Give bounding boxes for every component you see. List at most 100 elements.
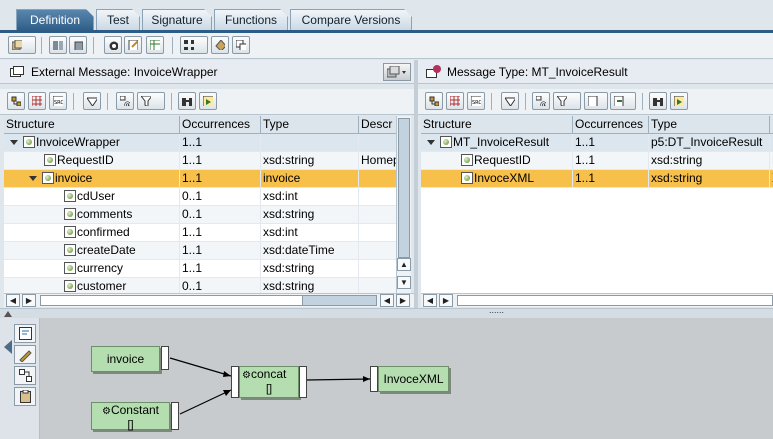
table-row[interactable]: createDate 1..1 xsd:dateTime bbox=[4, 242, 396, 260]
left-grid-view-button[interactable] bbox=[28, 92, 46, 110]
tab-definition[interactable]: Definition bbox=[16, 9, 94, 31]
tab-test[interactable]: Test bbox=[96, 9, 140, 31]
scroll-left-button[interactable]: ◀ bbox=[6, 294, 20, 307]
right-collapse-button[interactable] bbox=[501, 92, 519, 110]
tab-functions[interactable]: Functions bbox=[214, 9, 288, 31]
left-source-button[interactable]: SRC bbox=[49, 92, 67, 110]
scroll-right-end-button[interactable]: ▶ bbox=[396, 294, 410, 307]
table-row[interactable]: confirmed 1..1 xsd:int bbox=[4, 224, 396, 242]
constant-output-port[interactable] bbox=[171, 402, 179, 430]
table-view-button[interactable] bbox=[146, 36, 164, 54]
scroll-thumb[interactable] bbox=[398, 118, 410, 258]
scroll-right-button[interactable]: ▶ bbox=[439, 294, 453, 307]
left-tree-view-button[interactable] bbox=[7, 92, 25, 110]
right-pane-title: Message Type: MT_InvoiceResult bbox=[447, 65, 628, 79]
source-vertical-scrollbar[interactable]: ▲ ▼ bbox=[396, 116, 411, 293]
mapping-connections bbox=[169, 357, 371, 415]
layout-dropdown-button[interactable] bbox=[180, 36, 208, 54]
constant-function-block[interactable]: ⚙Constant [] bbox=[91, 402, 170, 431]
right-export-dropdown[interactable] bbox=[610, 92, 636, 110]
settings-button[interactable] bbox=[104, 36, 122, 54]
copy-icon bbox=[12, 40, 22, 50]
table-row[interactable]: currency 1..1 xsd:string bbox=[4, 260, 396, 278]
paste-tool-button[interactable] bbox=[14, 387, 36, 406]
message-type-icon bbox=[426, 65, 441, 78]
right-find-button[interactable] bbox=[649, 92, 667, 110]
expand-toggle-icon[interactable] bbox=[10, 140, 18, 145]
left-collapse-button[interactable] bbox=[83, 92, 101, 110]
mapping-canvas[interactable]: invoice ⚙concat [] ⚙Constant [] InvoceXM… bbox=[0, 318, 773, 439]
delete-button[interactable] bbox=[69, 36, 87, 54]
copy-dropdown-button[interactable] bbox=[8, 36, 36, 54]
right-grid-view-button[interactable] bbox=[446, 92, 464, 110]
edit-document-button[interactable] bbox=[124, 36, 142, 54]
left-filter-dropdown[interactable] bbox=[137, 92, 165, 110]
col-type[interactable]: Type bbox=[261, 116, 359, 134]
left-pane-menu-button[interactable] bbox=[383, 63, 411, 81]
right-filter-dropdown[interactable] bbox=[553, 92, 581, 110]
expand-toggle-icon[interactable] bbox=[29, 176, 37, 181]
table-row[interactable]: RequestID 1..1 xsd:string Homep bbox=[4, 152, 396, 170]
right-source-button[interactable]: SRC bbox=[467, 92, 485, 110]
table-row[interactable]: InvoiceWrapper 1..1 bbox=[4, 134, 396, 152]
concat-input-port[interactable] bbox=[231, 366, 239, 398]
table-row-selected[interactable]: invoice 1..1 invoice bbox=[4, 170, 396, 188]
collapse-up-icon[interactable] bbox=[4, 311, 12, 317]
table-row[interactable]: cdUser 0..1 xsd:int bbox=[4, 188, 396, 206]
target-field-block[interactable]: InvoceXML bbox=[378, 366, 449, 392]
table-row-selected[interactable]: InvoceXML 1..1 xsd:string X bbox=[421, 170, 773, 188]
expand-left-icon[interactable] bbox=[4, 340, 12, 354]
table-row[interactable]: comments 0..1 xsd:string bbox=[4, 206, 396, 224]
scroll-down-button[interactable]: ▼ bbox=[397, 276, 411, 289]
right-tree-view-button[interactable] bbox=[425, 92, 443, 110]
left-find-button[interactable] bbox=[178, 92, 196, 110]
copy-object-button[interactable] bbox=[232, 36, 250, 54]
scroll-track[interactable] bbox=[457, 295, 773, 306]
scroll-up-button[interactable]: ▲ bbox=[397, 258, 411, 271]
table-row[interactable]: customer 0..1 xsd:string bbox=[4, 278, 396, 293]
node-icon bbox=[19, 327, 32, 340]
table-row[interactable]: RequestID 1..1 xsd:string H bbox=[421, 152, 773, 170]
row-name: cdUser bbox=[77, 189, 116, 203]
select-tool-button[interactable] bbox=[14, 324, 36, 343]
document-icon bbox=[588, 96, 598, 106]
source-block-label: invoice bbox=[106, 352, 145, 366]
col-description[interactable]: Descr bbox=[359, 116, 396, 134]
target-input-port[interactable] bbox=[370, 366, 378, 392]
source-output-port[interactable] bbox=[161, 346, 169, 370]
col-structure[interactable]: Structure bbox=[4, 116, 180, 134]
right-document-dropdown[interactable] bbox=[584, 92, 608, 110]
horizontal-splitter[interactable]: ...... bbox=[0, 305, 773, 318]
col-type[interactable]: Type bbox=[649, 116, 770, 134]
right-find-next-button[interactable] bbox=[670, 92, 688, 110]
cut-button[interactable] bbox=[49, 36, 67, 54]
expand-toggle-icon[interactable] bbox=[427, 140, 435, 145]
concat-params: [] bbox=[266, 383, 273, 395]
right-attribute-button[interactable]: @ bbox=[532, 92, 550, 110]
vertical-splitter[interactable] bbox=[414, 60, 418, 310]
tab-signature[interactable]: Signature bbox=[142, 9, 212, 31]
tab-compare-versions[interactable]: Compare Versions bbox=[290, 9, 412, 31]
scroll-left-end-button[interactable]: ◀ bbox=[380, 294, 394, 307]
left-attribute-button[interactable]: @ bbox=[116, 92, 134, 110]
col-occurrences[interactable]: Occurrences bbox=[573, 116, 649, 134]
edit-tool-button[interactable] bbox=[14, 345, 36, 364]
scroll-thumb[interactable] bbox=[302, 295, 377, 306]
target-horizontal-scrollbar[interactable]: ◀ ▶ bbox=[421, 293, 773, 307]
source-field-block[interactable]: invoice bbox=[91, 346, 160, 372]
row-occurrences: 0..1 bbox=[180, 206, 261, 224]
table-row[interactable]: MT_InvoiceResult 1..1 p5:DT_InvoiceResul… bbox=[421, 134, 773, 152]
col-structure[interactable]: Structure bbox=[421, 116, 573, 134]
scroll-left-button[interactable]: ◀ bbox=[423, 294, 437, 307]
scroll-right-button[interactable]: ▶ bbox=[22, 294, 36, 307]
layout-tool-button[interactable] bbox=[14, 366, 36, 385]
left-find-next-button[interactable] bbox=[199, 92, 217, 110]
hierarchy-button[interactable] bbox=[211, 36, 229, 54]
source-icon: SRC bbox=[471, 96, 481, 106]
element-node-icon bbox=[64, 262, 76, 274]
concat-function-block[interactable]: ⚙concat [] bbox=[239, 366, 299, 398]
col-occurrences[interactable]: Occurrences bbox=[180, 116, 261, 134]
concat-output-port[interactable] bbox=[299, 366, 307, 398]
source-horizontal-scrollbar[interactable]: ◀ ▶ ◀ ▶ bbox=[4, 293, 414, 307]
row-desc bbox=[359, 134, 396, 152]
